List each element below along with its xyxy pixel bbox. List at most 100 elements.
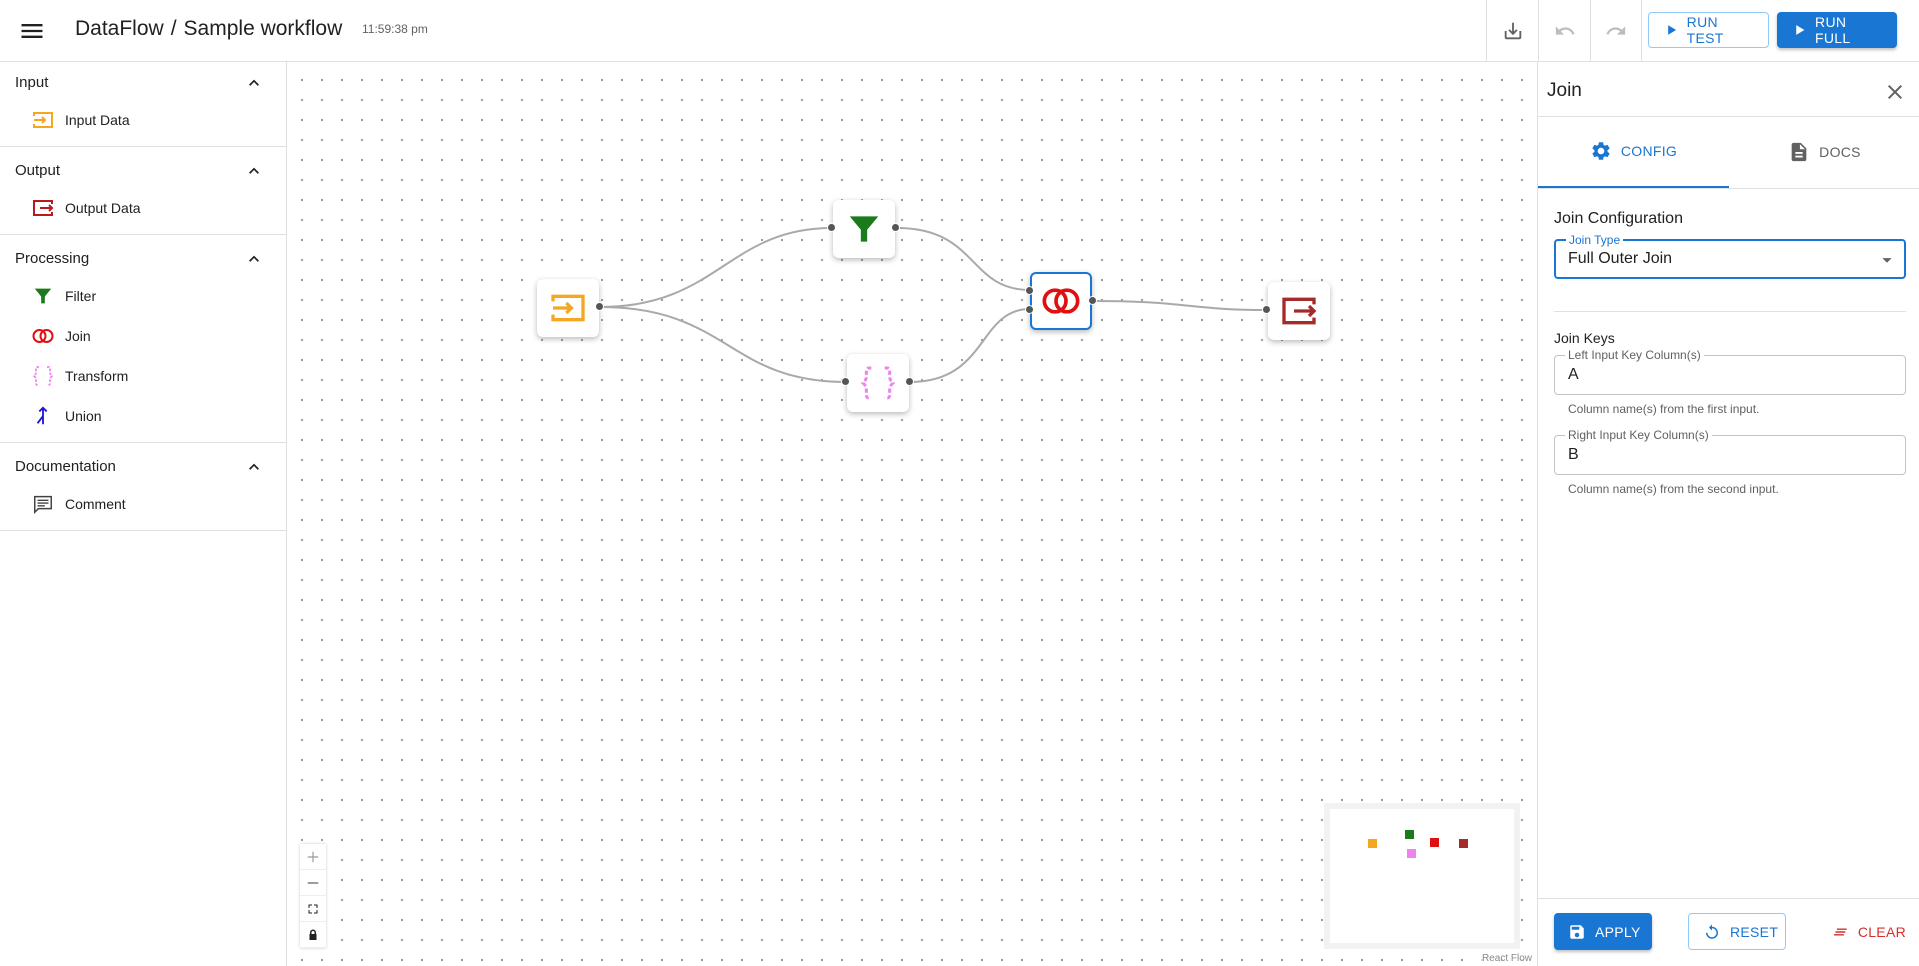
sidebar-item-label: Input Data	[65, 112, 130, 128]
workflow-name[interactable]: Sample workflow	[183, 17, 343, 40]
download-icon	[1504, 22, 1521, 40]
dropdown-arrow-icon	[1882, 258, 1892, 263]
chevron-up-icon	[249, 255, 259, 262]
target-handle[interactable]	[827, 223, 836, 232]
workflow-canvas[interactable]: React Flow	[288, 62, 1536, 966]
sidebar-item-label: Join	[65, 328, 91, 344]
fit-view-button[interactable]	[300, 896, 326, 922]
comment-icon	[31, 492, 55, 516]
clear-button[interactable]: CLEAR	[1824, 913, 1906, 950]
edge-transform-join[interactable]	[909, 308, 1031, 383]
target-handle-right[interactable]	[1025, 305, 1034, 314]
section-title: Output	[15, 162, 61, 179]
section-header-input[interactable]: Input	[0, 65, 286, 100]
section-header-output[interactable]: Output	[0, 153, 286, 188]
lock-icon	[309, 929, 317, 940]
run-test-label: RUN TEST	[1686, 14, 1724, 46]
reset-button[interactable]: RESET	[1688, 913, 1786, 950]
play-icon	[1796, 25, 1805, 35]
minimap-node-output	[1459, 839, 1468, 848]
divider	[1538, 116, 1919, 117]
chevron-up-icon	[249, 463, 259, 470]
lock-button[interactable]	[300, 922, 326, 948]
section-output: Output Output Data	[0, 147, 286, 235]
node-input[interactable]	[537, 279, 604, 337]
breadcrumb: DataFlow / Sample workflow	[75, 17, 342, 41]
edge-input-transform[interactable]	[599, 306, 847, 383]
sidebar-item-transform[interactable]: Transform	[0, 356, 286, 396]
node-join[interactable]	[1025, 272, 1097, 330]
redo-button[interactable]	[1590, 0, 1642, 62]
target-handle-left[interactable]	[1025, 286, 1034, 295]
section-title: Input	[15, 74, 49, 91]
attribution-link[interactable]: React Flow	[1479, 953, 1534, 964]
sidebar-item-label: Transform	[65, 368, 129, 384]
sidebar-item-join[interactable]: Join	[0, 316, 286, 356]
node-filter[interactable]	[827, 200, 900, 258]
tab-config[interactable]: CONFIG	[1538, 116, 1729, 188]
source-handle[interactable]	[905, 377, 914, 386]
run-test-button[interactable]: RUN TEST	[1648, 12, 1769, 48]
sidebar-item-input-data[interactable]: Input Data	[0, 100, 286, 140]
tab-docs[interactable]: DOCS	[1729, 116, 1919, 188]
document-icon	[1791, 142, 1807, 162]
input-icon	[31, 108, 55, 132]
source-handle[interactable]	[891, 223, 900, 232]
section-title: Documentation	[15, 458, 116, 475]
close-button[interactable]	[1883, 80, 1907, 104]
apply-button[interactable]: APPLY	[1554, 913, 1652, 950]
section-input: Input Input Data	[0, 62, 286, 147]
left-key-field[interactable]: Left Input Key Column(s) A	[1554, 348, 1906, 395]
app-header: DataFlow / Sample workflow 11:59:38 pm RUN…	[0, 0, 1919, 62]
sidebar-item-union[interactable]: Union	[0, 396, 286, 436]
timestamp: 11:59:38 pm	[362, 22, 428, 36]
sidebar-item-comment[interactable]: Comment	[0, 484, 286, 524]
helper-text: Column name(s) from the second input.	[1568, 482, 1779, 496]
redo-icon	[1606, 26, 1626, 35]
source-handle[interactable]	[1088, 296, 1097, 305]
edge-join-output[interactable]	[1093, 300, 1269, 311]
sidebar-item-label: Comment	[65, 496, 126, 512]
node-transform[interactable]	[841, 354, 914, 412]
section-title: Join Keys	[1554, 330, 1615, 346]
menu-icon[interactable]	[18, 17, 46, 45]
join-icon	[31, 324, 55, 348]
target-handle[interactable]	[1262, 305, 1271, 314]
plus-icon	[307, 851, 319, 862]
save-icon	[1570, 924, 1584, 939]
join-type-select[interactable]: Join Type Full Outer Join	[1554, 233, 1906, 279]
source-handle[interactable]	[595, 302, 604, 311]
run-full-label: RUN FULL	[1815, 14, 1851, 46]
clear-all-icon	[1834, 927, 1847, 936]
section-header-processing[interactable]: Processing	[0, 241, 286, 276]
sidebar-item-output-data[interactable]: Output Data	[0, 188, 286, 228]
zoom-in-button[interactable]	[300, 844, 326, 870]
transform-icon	[31, 364, 55, 388]
minimap-node-transform	[1407, 849, 1416, 858]
zoom-out-button[interactable]	[300, 870, 326, 896]
reset-label: RESET	[1730, 923, 1779, 940]
sidebar-item-label: Filter	[65, 288, 97, 304]
right-key-field[interactable]: Right Input Key Column(s) B	[1554, 428, 1906, 475]
section-processing: Processing Filter Join Transform Union	[0, 235, 286, 443]
breadcrumb-separator: /	[170, 17, 177, 40]
node-output[interactable]	[1262, 282, 1330, 340]
union-icon	[31, 404, 55, 428]
run-full-button[interactable]: RUN FULL	[1777, 12, 1897, 48]
download-button[interactable]	[1486, 0, 1538, 62]
play-icon	[1668, 25, 1677, 35]
sidebar-item-filter[interactable]: Filter	[0, 276, 286, 316]
edge-input-filter[interactable]	[599, 227, 833, 308]
filter-icon	[31, 284, 55, 308]
undo-button[interactable]	[1538, 0, 1590, 62]
section-header-documentation[interactable]: Documentation	[0, 449, 286, 484]
input-icon	[551, 294, 585, 322]
node-palette-sidebar: Input Input Data Output Output Data Proc…	[0, 62, 287, 966]
sidebar-item-label: Union	[65, 408, 102, 424]
edge-filter-join[interactable]	[896, 227, 1031, 291]
field-value: A	[1568, 366, 1579, 383]
app-name[interactable]: DataFlow	[75, 17, 164, 40]
target-handle[interactable]	[841, 377, 850, 386]
gear-icon	[1592, 142, 1610, 160]
minimap[interactable]	[1324, 803, 1520, 949]
